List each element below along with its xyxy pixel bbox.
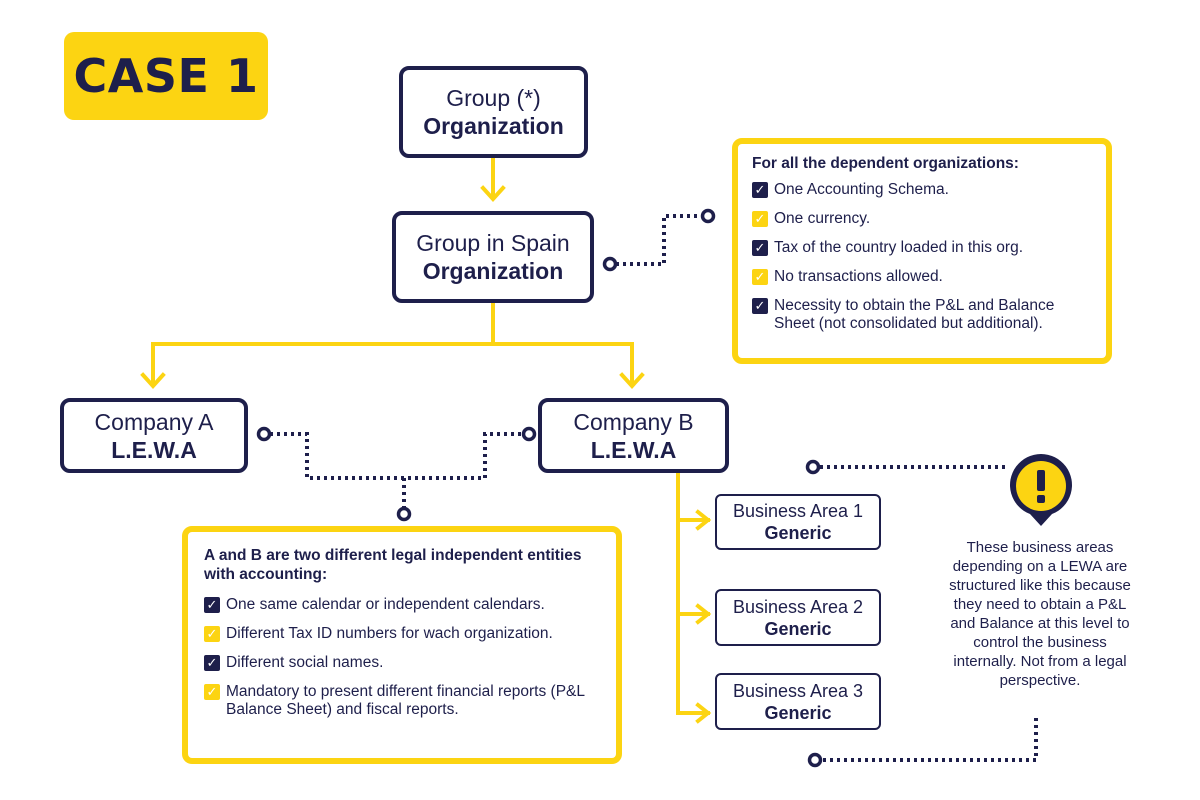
checkmark-icon: ✓ — [204, 626, 220, 642]
checkmark-icon: ✓ — [752, 240, 768, 256]
node-business-area-1: Business Area 1 Generic — [715, 494, 881, 550]
node-type: Organization — [422, 258, 564, 284]
dot-company-b — [521, 426, 537, 442]
checkmark-icon: ✓ — [204, 684, 220, 700]
checklist-item: ✓ One Accounting Schema. — [752, 181, 1092, 199]
checklist-text: Necessity to obtain the P&L and Balance … — [774, 297, 1055, 332]
dotted-companies-link — [270, 432, 523, 480]
node-company-b: Company B L.E.W.A — [538, 398, 729, 473]
checklist-text: Different social names. — [226, 654, 384, 671]
node-type: Generic — [764, 702, 832, 723]
arrow-head-ba1 — [695, 509, 712, 531]
checklist-item: ✓ Different social names. — [204, 654, 600, 672]
checklist-item: ✓ Tax of the country loaded in this org. — [752, 239, 1092, 257]
checklist-item: ✓ Different Tax ID numbers for wach organ… — [204, 625, 600, 643]
checkmark-icon: ✓ — [204, 597, 220, 613]
node-group-organization: Group (*) Organization — [399, 66, 588, 158]
checklist-text: Different Tax ID numbers for wach organi… — [226, 625, 553, 642]
business-area-note: These business areas depending on a LEWA… — [949, 539, 1131, 689]
checklist-text: Mandatory to present different financial… — [226, 683, 585, 718]
checklist: ✓ One same calendar or independent calend… — [204, 596, 600, 719]
node-label: Company A — [94, 408, 214, 435]
arrow-head-spain — [480, 185, 506, 202]
arrow-head-ba2 — [695, 603, 712, 625]
node-business-area-2: Business Area 2 Generic — [715, 589, 881, 646]
checklist-item: ✓ No transactions allowed. — [752, 268, 1092, 286]
box-heading: For all the dependent organizations: — [752, 155, 1019, 172]
arrow-head-company-b — [619, 372, 645, 389]
node-group-spain: Group in Spain Organization — [392, 211, 594, 303]
exclamation-pin-icon — [1010, 454, 1072, 526]
checklist-item: ✓ One currency. — [752, 210, 1092, 228]
legal-entities-box: A and B are two different legal independ… — [182, 526, 622, 764]
box-heading: A and B are two different legal independ… — [204, 547, 582, 583]
checklist-text: No transactions allowed. — [774, 268, 943, 285]
checklist-text: One currency. — [774, 210, 871, 227]
checkmark-icon: ✓ — [752, 298, 768, 314]
node-company-a: Company A L.E.W.A — [60, 398, 248, 473]
node-type: Organization — [423, 113, 564, 139]
case-title: CASE 1 — [73, 49, 259, 103]
checklist: ✓ One Accounting Schema. ✓ One currency. ✓… — [752, 181, 1092, 333]
node-label: Business Area 2 — [732, 596, 864, 617]
node-label: Group (*) — [446, 85, 541, 111]
checkmark-icon: ✓ — [204, 655, 220, 671]
dot-note-bottom — [807, 752, 823, 768]
checkmark-icon: ✓ — [752, 211, 768, 227]
node-business-area-3: Business Area 3 Generic — [715, 673, 881, 730]
node-label: Business Area 3 — [732, 680, 864, 701]
dot-spain — [602, 256, 618, 272]
checklist-item: ✓ Necessity to obtain the P&L and Balance… — [752, 297, 1092, 333]
node-type: Generic — [764, 523, 832, 543]
dot-company-a — [256, 426, 272, 442]
checkmark-icon: ✓ — [752, 269, 768, 285]
checklist-item: ✓ One same calendar or independent calend… — [204, 596, 600, 614]
arrow-head-company-a — [140, 372, 166, 389]
dot-note-top — [805, 459, 821, 475]
checklist-text: Tax of the country loaded in this org. — [774, 239, 1024, 256]
case-badge: CASE 1 — [64, 32, 268, 120]
node-label: Company B — [573, 408, 694, 435]
checklist-text: One Accounting Schema. — [774, 181, 949, 198]
checklist-text: One same calendar or independent calenda… — [226, 596, 545, 613]
checklist-item: ✓ Mandatory to present different financia… — [204, 683, 600, 719]
node-label: Business Area 1 — [732, 501, 864, 521]
arrow-head-ba3 — [695, 702, 712, 724]
dependent-orgs-box: For all the dependent organizations: ✓ On… — [732, 138, 1112, 364]
node-type: L.E.W.A — [111, 436, 197, 463]
node-type: Generic — [764, 618, 832, 639]
dot-dependent-box — [700, 208, 716, 224]
node-type: L.E.W.A — [590, 436, 677, 463]
dotted-spain-to-box — [616, 214, 702, 266]
dotted-note-bottom — [822, 718, 1038, 762]
checkmark-icon: ✓ — [752, 182, 768, 198]
dot-entities-box — [396, 506, 412, 522]
node-label: Group in Spain — [416, 230, 570, 256]
